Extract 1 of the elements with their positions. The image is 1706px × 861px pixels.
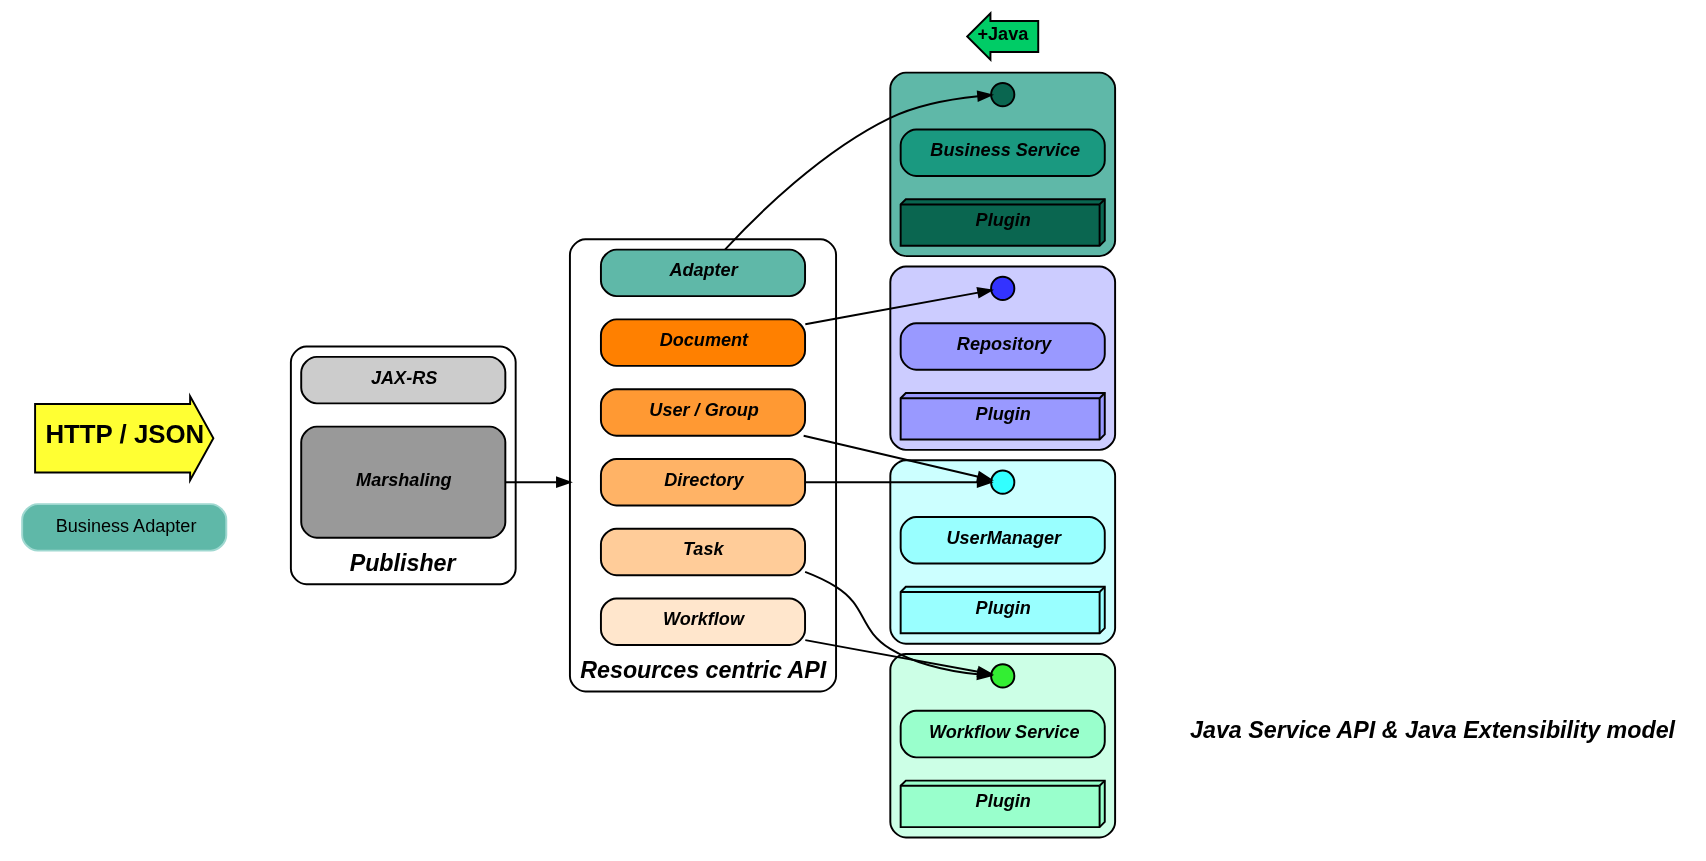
label: Java Service API & Java Extensibility model (1189, 717, 1675, 744)
